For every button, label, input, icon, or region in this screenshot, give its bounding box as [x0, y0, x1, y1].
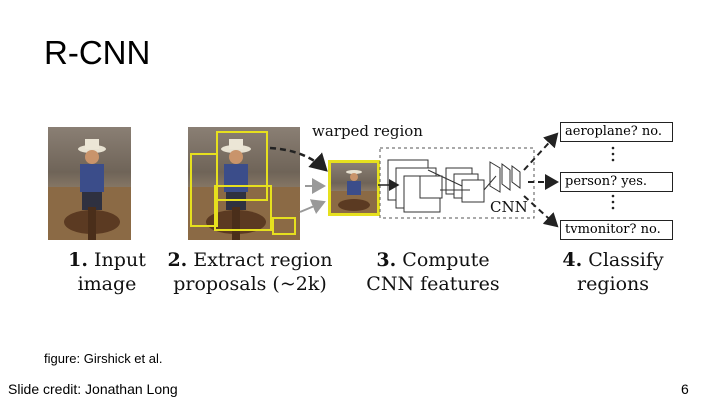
step-1-caption: 1. Input image [68, 249, 146, 295]
proposals-image [188, 127, 300, 240]
proposal-box [214, 185, 272, 231]
proposal-box [272, 217, 296, 235]
figure-credit: figure: Girshick et al. [44, 351, 163, 366]
arrow-to-output [523, 132, 559, 171]
step-4-caption: 4. Classify regions [562, 249, 664, 295]
output-person: person? yes. [560, 172, 673, 192]
proposal-box [190, 153, 218, 227]
warped-region-image [328, 160, 380, 216]
output-aeroplane: aeroplane? no. [560, 122, 673, 142]
step-2-caption: 2. Extract region proposals (~2k) [167, 249, 333, 295]
input-image [48, 127, 131, 240]
page-number: 6 [681, 381, 689, 397]
cnn-connections [427, 169, 497, 191]
arrow-to-output [523, 195, 559, 228]
arrow-to-warped [299, 199, 326, 214]
output-tvmonitor: tvmonitor? no. [560, 220, 673, 240]
slide-title: R-CNN [44, 34, 151, 71]
rider-illustration [188, 139, 300, 240]
rider-illustration [331, 170, 377, 213]
rider-illustration [48, 139, 131, 240]
warped-region-label: warped region [312, 122, 423, 140]
cnn-label: CNN [490, 198, 528, 216]
step-3-caption: 3. Compute CNN features [366, 249, 500, 295]
slide-credit: Slide credit: Jonathan Long [8, 381, 178, 397]
